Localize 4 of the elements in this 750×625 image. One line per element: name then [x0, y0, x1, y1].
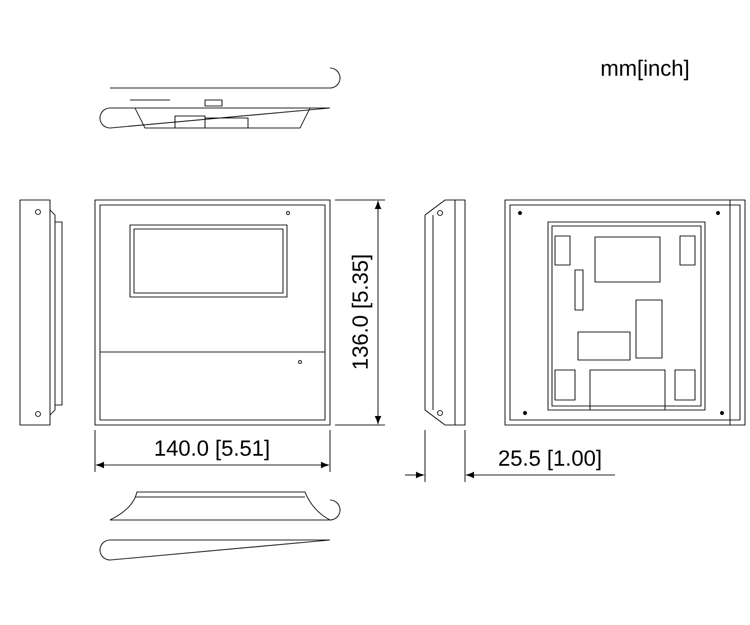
dimension-text: 136.0 [5.35] — [352, 256, 372, 368]
dimension-text: 25.5 [1.00] — [499, 450, 600, 470]
unit-label: mm[inch] — [602, 60, 688, 80]
dimension-text: 140.0 [5.51] — [156, 440, 268, 460]
